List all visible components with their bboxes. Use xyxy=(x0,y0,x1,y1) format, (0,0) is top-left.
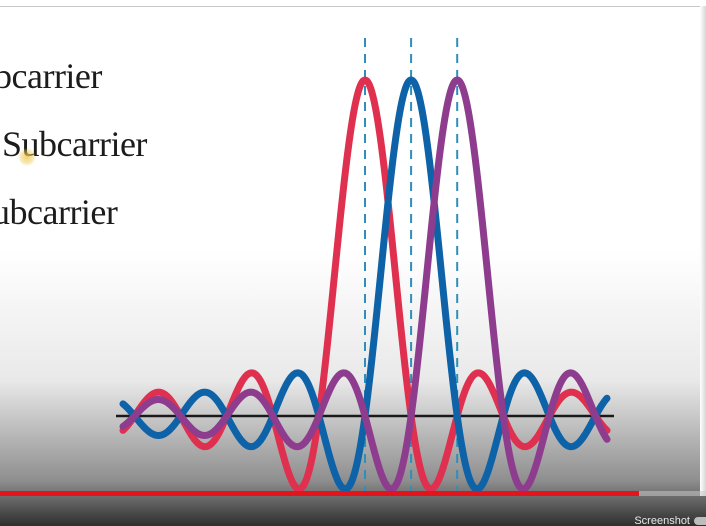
frame-edge xyxy=(700,6,706,496)
subcarrier-curve-3 xyxy=(119,76,611,493)
progress-bar-fill xyxy=(0,491,639,496)
player-controls-area xyxy=(0,496,706,526)
subcarrier-label-1: bcarrier xyxy=(0,56,102,96)
subcarrier-label-3: ubcarrier xyxy=(0,192,118,232)
mouse-cursor-highlight xyxy=(18,148,36,166)
progress-bar[interactable] xyxy=(0,491,706,496)
top-divider xyxy=(0,6,706,7)
subcarrier-curve-1 xyxy=(119,76,611,493)
screenshot-watermark: Screenshot xyxy=(634,515,690,526)
toggle-icon xyxy=(694,517,706,525)
